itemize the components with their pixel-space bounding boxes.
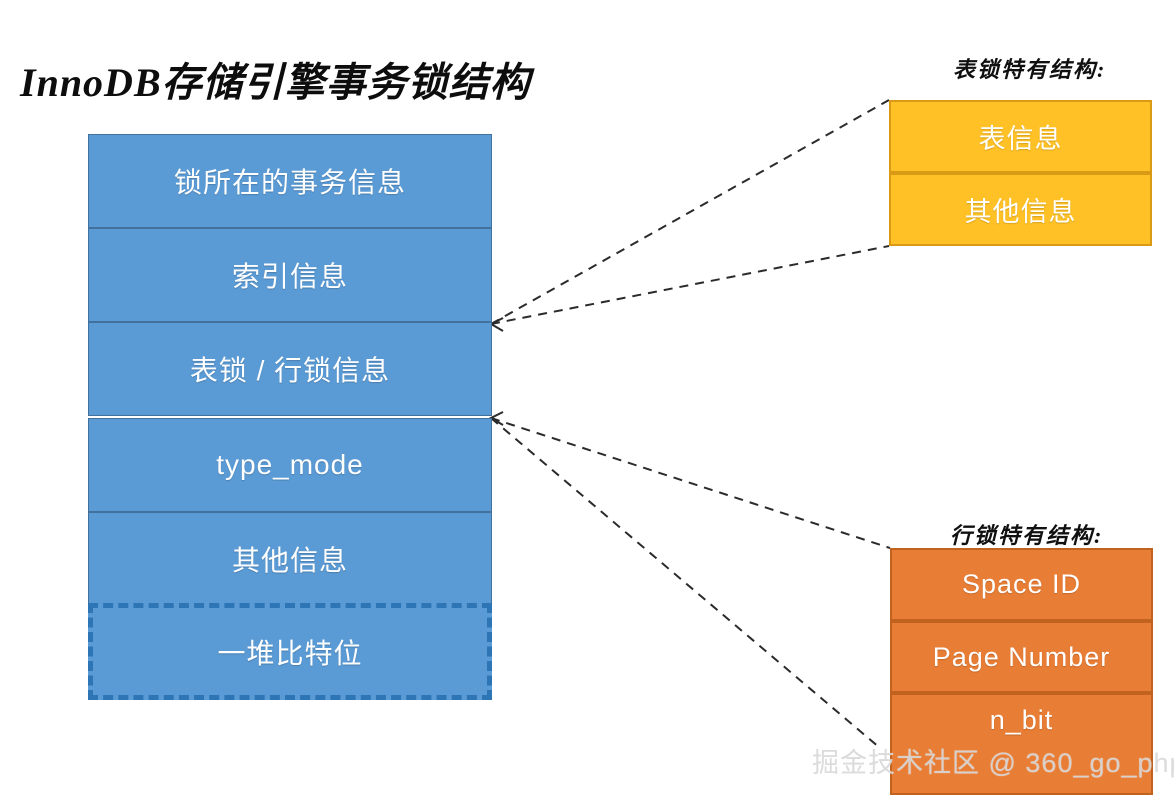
table-lock-row-other-info: 其他信息 (889, 173, 1152, 246)
lock-row-table-or-row-lock-info: 表锁 / 行锁信息 (88, 322, 492, 416)
lock-row-transaction-info: 锁所在的事务信息 (88, 134, 492, 228)
table-lock-structure: 表信息 其他信息 (889, 100, 1152, 246)
table-lock-caption: 表锁特有结构: (953, 57, 1107, 82)
row-lock-row-n-bit: n_bit (890, 693, 1153, 795)
connector-table-bottom (490, 245, 890, 325)
table-lock-row-table-info: 表信息 (889, 100, 1152, 173)
lock-row-other-info: 其他信息 (88, 512, 492, 605)
arrow-barb-lower (488, 411, 504, 426)
lock-row-index-info: 索引信息 (88, 228, 492, 322)
watermark: 掘金技术社区 @ 360_go_php (812, 748, 1174, 778)
row-lock-row-space-id: Space ID (890, 548, 1153, 621)
lock-row-type-mode: type_mode (88, 418, 492, 512)
row-lock-structure: Space ID Page Number n_bit (890, 548, 1153, 795)
lock-row-bitmap: 一堆比特位 (88, 603, 492, 700)
row-lock-caption: 行锁特有结构: (950, 523, 1104, 548)
page-title: InnoDB存储引擎事务锁结构 (20, 60, 531, 105)
connector-row-bottom (490, 417, 881, 749)
connector-row-top (490, 417, 891, 549)
connector-table-top (490, 99, 890, 325)
arrow-barb-upper (488, 317, 504, 332)
lock-structure-stack: 锁所在的事务信息 索引信息 表锁 / 行锁信息 type_mode 其他信息 一… (88, 134, 492, 700)
row-lock-row-page-number: Page Number (890, 621, 1153, 693)
